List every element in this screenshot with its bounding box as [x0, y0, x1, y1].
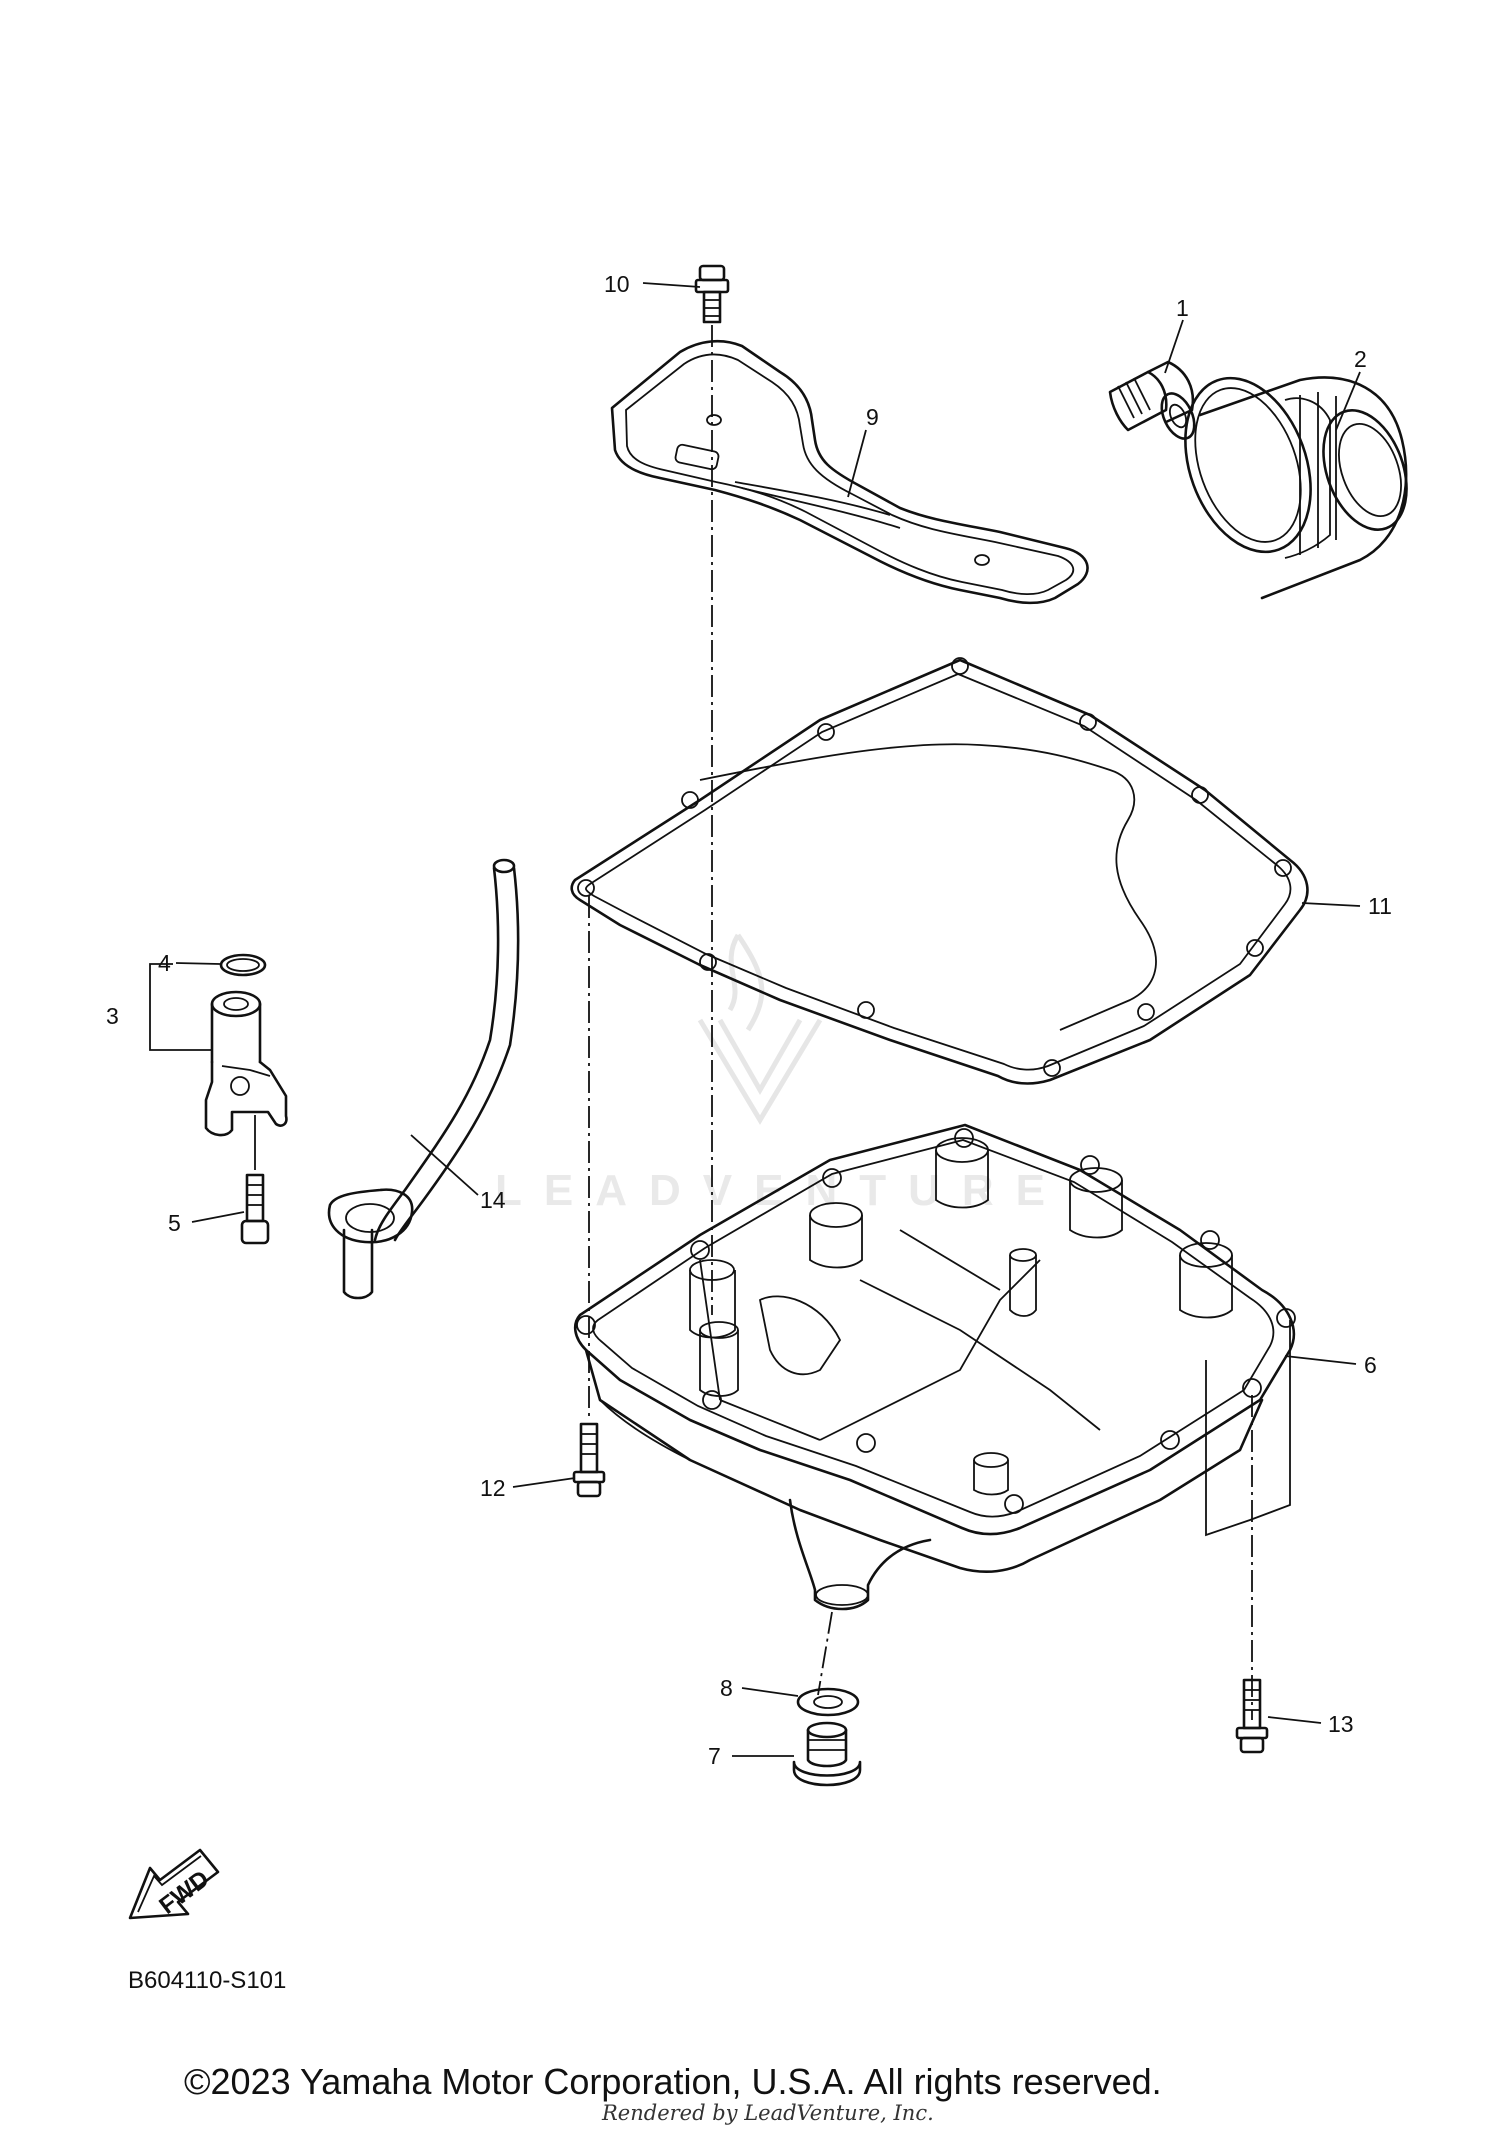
oil-pan-bosses	[689, 1137, 1233, 1496]
part-3-housing[interactable]	[204, 990, 288, 1137]
callout-13[interactable]: 13	[1328, 1711, 1354, 1737]
callout-11[interactable]: 11	[1368, 893, 1392, 919]
part-6-oil-pan[interactable]	[573, 1123, 1296, 1611]
alignment-line-drain	[817, 1611, 833, 1696]
copyright-notice: ©2023 Yamaha Motor Corporation, U.S.A. A…	[184, 2061, 1162, 2102]
part-8-washer[interactable]	[796, 1687, 860, 1717]
callout-14[interactable]: 14	[480, 1187, 506, 1213]
part-12-bolt[interactable]	[572, 1422, 606, 1498]
part-5-bolt[interactable]	[240, 1115, 270, 1245]
part-14-oil-pipe[interactable]	[327, 858, 520, 1300]
diagram-code: B604110-S101	[128, 1967, 286, 1994]
callout-labels: 10 1 2 9 11 4 3 14 5 6 12 8 13 7	[106, 271, 1392, 1769]
part-1-union-bolt[interactable]	[1108, 360, 1201, 444]
part-4-o-ring[interactable]	[219, 953, 267, 977]
part-7-drain-plug[interactable]	[792, 1721, 862, 1787]
callout-12[interactable]: 12	[480, 1475, 506, 1501]
callout-7[interactable]: 7	[708, 1743, 721, 1769]
part-2-oil-filter[interactable]	[1163, 361, 1422, 600]
callout-4[interactable]: 4	[158, 950, 171, 976]
watermark-text: LEADVENTURE	[495, 1166, 1067, 1215]
callout-2[interactable]: 2	[1354, 346, 1367, 372]
watermark-logo: LEADVENTURE	[495, 933, 1067, 1215]
callout-1[interactable]: 1	[1176, 295, 1189, 321]
bracket-3-4	[149, 963, 212, 1051]
part-11-oil-pan-gasket[interactable]	[570, 657, 1309, 1085]
callout-8[interactable]: 8	[720, 1675, 733, 1701]
callout-3[interactable]: 3	[106, 1003, 119, 1029]
callout-9[interactable]: 9	[866, 404, 879, 430]
part-13-bolt[interactable]	[1235, 1678, 1269, 1754]
part-9-oil-strainer[interactable]	[610, 339, 1089, 605]
fwd-arrow: FWD	[128, 1848, 220, 1920]
callout-6[interactable]: 6	[1364, 1352, 1377, 1378]
callout-5[interactable]: 5	[168, 1210, 181, 1236]
callout-10[interactable]: 10	[604, 271, 630, 297]
rendered-by: Rendered by LeadVenture, Inc.	[601, 2101, 934, 2125]
leader-lines	[175, 282, 1361, 1757]
gasket-bolt-holes	[577, 657, 1292, 1077]
part-10-bolt[interactable]	[694, 264, 730, 324]
